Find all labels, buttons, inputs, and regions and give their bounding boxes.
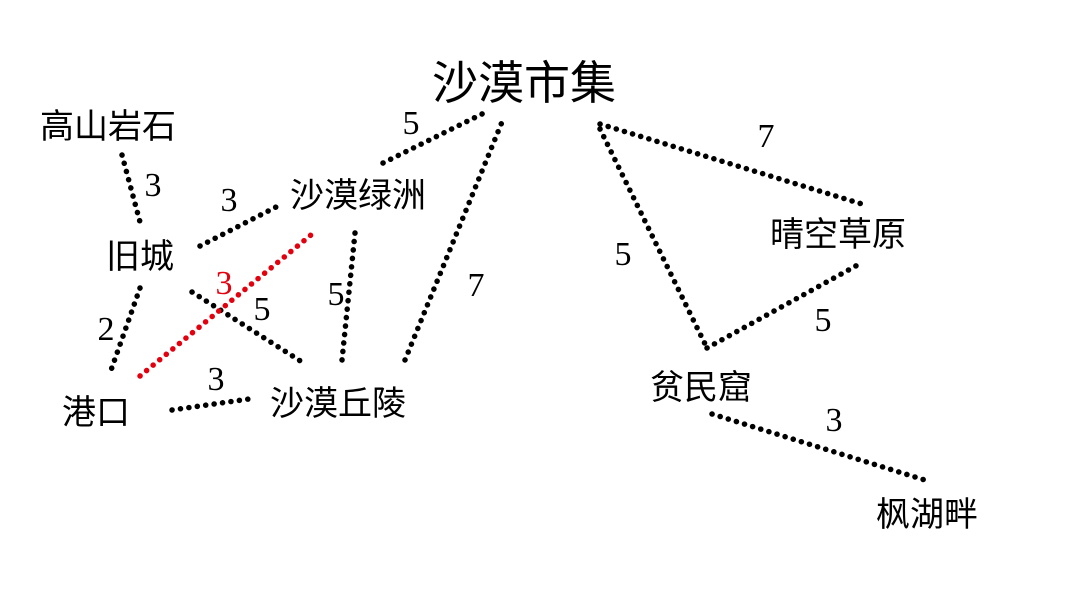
edge-weight-gangkou-qiuling: 3 <box>208 361 225 398</box>
edge-weight-jiucheng-gangkou: 2 <box>98 311 115 348</box>
edge-shiji-caoyuan[interactable] <box>597 121 865 207</box>
edge-weight-shiji-caoyuan: 7 <box>758 118 775 155</box>
node-gangkou[interactable]: 港口 <box>62 393 130 433</box>
node-pinminku[interactable]: 贫民窟 <box>650 368 752 408</box>
edge-weight-qiuling-shiji: 7 <box>468 267 485 304</box>
node-jiucheng[interactable]: 旧城 <box>106 237 174 277</box>
edge-lvzhou-shiji[interactable] <box>380 110 487 166</box>
edges-layer <box>107 110 931 484</box>
edge-weight-gaoshan-jiucheng: 3 <box>145 167 162 204</box>
nodes-layer: 高山岩石 旧城 港口 沙漠绿洲 沙漠丘陵 沙漠市集 晴空草原 贫民窟 枫湖畔 <box>40 56 978 535</box>
edge-weight-pinminku-fenghu: 3 <box>826 402 843 439</box>
edge-jiucheng-gangkou[interactable] <box>107 285 143 376</box>
edge-weight-gangkou-lvzhou: 3 <box>216 265 233 302</box>
edge-weight-jiucheng-lvzhou: 3 <box>221 182 238 219</box>
node-qiuling[interactable]: 沙漠丘陵 <box>270 384 406 424</box>
edge-gaoshan-jiucheng[interactable] <box>119 152 143 225</box>
node-caoyuan[interactable]: 晴空草原 <box>770 215 906 255</box>
edge-shiji-pinminku[interactable] <box>597 126 710 351</box>
edge-gangkou-qiuling[interactable] <box>169 395 259 413</box>
edge-jiucheng-qiuling[interactable] <box>189 289 305 365</box>
node-gaoshan[interactable]: 高山岩石 <box>40 107 176 147</box>
edge-weight-caoyuan-pinminku: 5 <box>815 302 832 339</box>
edge-jiucheng-lvzhou[interactable] <box>197 202 283 249</box>
edge-weight-lvzhou-qiuling: 5 <box>328 276 345 313</box>
edge-qiuling-shiji[interactable] <box>402 119 505 363</box>
node-shiji[interactable]: 沙漠市集 <box>432 56 616 110</box>
edge-weight-jiucheng-qiuling: 5 <box>254 291 271 328</box>
edge-weight-shiji-pinminku: 5 <box>615 236 632 273</box>
edge-weight-lvzhou-shiji: 5 <box>403 105 420 142</box>
node-lvzhou[interactable]: 沙漠绿洲 <box>290 176 426 216</box>
node-fenghu[interactable]: 枫湖畔 <box>876 495 978 535</box>
edge-pinminku-fenghu[interactable] <box>709 411 931 484</box>
